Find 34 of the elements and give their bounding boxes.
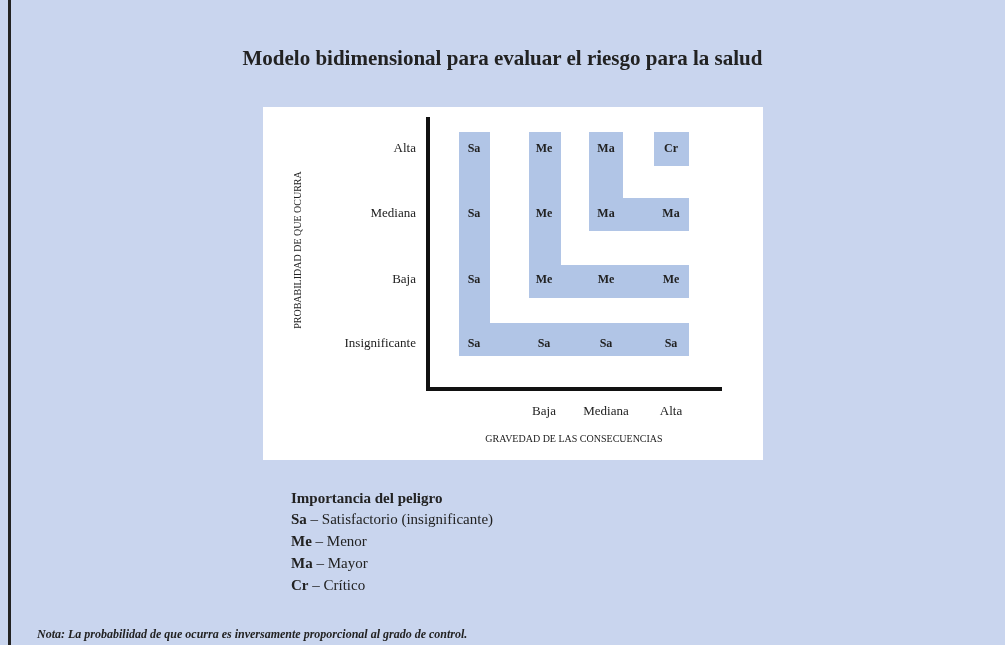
axis-title: PROBABILIDAD DE QUE OCURRA bbox=[292, 170, 304, 331]
legend-entry: Me – Menor bbox=[291, 532, 367, 551]
risk-code: Sa bbox=[598, 336, 614, 350]
risk-code: Sa bbox=[663, 336, 679, 350]
risk-band bbox=[459, 132, 689, 356]
risk-code: Sa bbox=[466, 141, 482, 155]
legend-entry: Ma – Mayor bbox=[291, 554, 368, 573]
risk-code: Ma bbox=[596, 206, 616, 220]
legend-entry: Sa – Satisfactorio (insignificante) bbox=[291, 510, 494, 529]
legend-heading: Importancia del peligro bbox=[291, 489, 443, 508]
risk-code: Me bbox=[596, 272, 616, 286]
risk-band bbox=[589, 132, 689, 231]
risk-band bbox=[654, 132, 689, 166]
risk-code: Sa bbox=[536, 336, 552, 350]
diagram-title: Modelo bidimensional para evaluar el riesgo para la salud bbox=[241, 45, 764, 72]
risk-code: Sa bbox=[466, 272, 482, 286]
risk-code: Ma bbox=[661, 206, 681, 220]
note-text: Nota: La probabilidad de que ocurra es inversamente proporcional al grado de control. bbox=[37, 626, 468, 642]
column-label: Mediana bbox=[582, 403, 630, 419]
axis-title: GRAVEDAD DE LAS CONSECUENCIAS bbox=[484, 433, 664, 445]
column-label: Baja bbox=[531, 403, 557, 419]
risk-code: Me bbox=[661, 272, 681, 286]
risk-code: Me bbox=[534, 206, 554, 220]
risk-code: Cr bbox=[663, 141, 679, 155]
risk-code: Ma bbox=[596, 141, 616, 155]
risk-band bbox=[529, 132, 689, 298]
risk-code: Me bbox=[534, 272, 554, 286]
risk-code: Me bbox=[534, 141, 554, 155]
column-label: Alta bbox=[658, 403, 684, 419]
legend-entry: Cr – Crítico bbox=[291, 576, 366, 595]
risk-code: Sa bbox=[466, 206, 482, 220]
risk-code: Sa bbox=[466, 336, 482, 350]
row-label: Alta bbox=[392, 140, 416, 156]
row-label: Insignificante bbox=[343, 335, 416, 351]
